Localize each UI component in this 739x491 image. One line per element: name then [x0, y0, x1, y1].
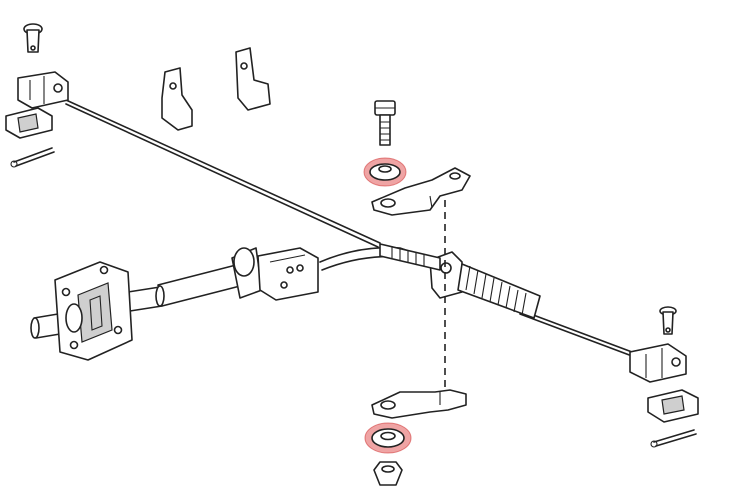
cotter-pin-left	[10, 147, 55, 168]
cable-bracket-a	[161, 67, 193, 131]
clevis-left	[17, 71, 69, 109]
right-cable-wire	[519, 309, 641, 360]
clevis-right	[629, 343, 687, 383]
washer-lower	[364, 422, 412, 454]
lower-bracket	[371, 389, 467, 419]
upper-bracket	[371, 167, 471, 216]
left-cable-wire	[65, 99, 381, 248]
clevis-pin-left	[23, 23, 43, 53]
cable-bracket-b	[235, 47, 271, 111]
flange-bracket	[54, 261, 133, 361]
equalizer	[379, 243, 463, 299]
lower-nut	[373, 461, 403, 486]
adjuster-spring	[457, 263, 541, 319]
cable-clip-right	[647, 389, 699, 423]
upper-bolt	[374, 100, 396, 146]
clevis-pin-right	[659, 306, 677, 335]
cotter-pin-right	[650, 429, 697, 448]
cable-yoke	[231, 247, 319, 301]
washer-upper	[363, 157, 407, 187]
cable-clip-left	[5, 107, 53, 139]
